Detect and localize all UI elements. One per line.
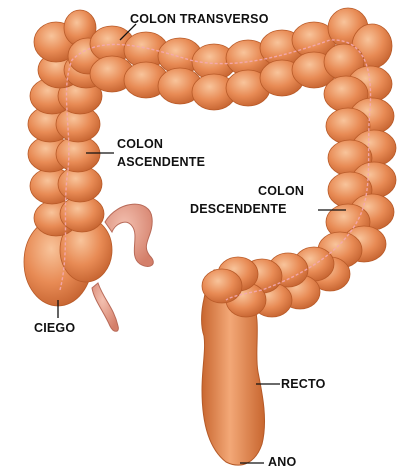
label-ano: ANO bbox=[268, 455, 296, 469]
label-colon-ascendente-line2: ASCENDENTE bbox=[117, 155, 205, 169]
label-colon-descendente-line1: COLON bbox=[258, 184, 304, 198]
small-intestine bbox=[105, 204, 153, 266]
label-colon-transverso: COLON TRANSVERSO bbox=[130, 12, 269, 26]
label-colon-ascendente-line1: COLON bbox=[117, 137, 163, 151]
appendix bbox=[92, 283, 118, 331]
sigmoid-colon-haustrum bbox=[202, 269, 242, 303]
label-ciego: CIEGO bbox=[34, 321, 75, 335]
label-recto: RECTO bbox=[281, 377, 326, 391]
label-colon-descendente-line2: DESCENDENTE bbox=[190, 202, 287, 216]
